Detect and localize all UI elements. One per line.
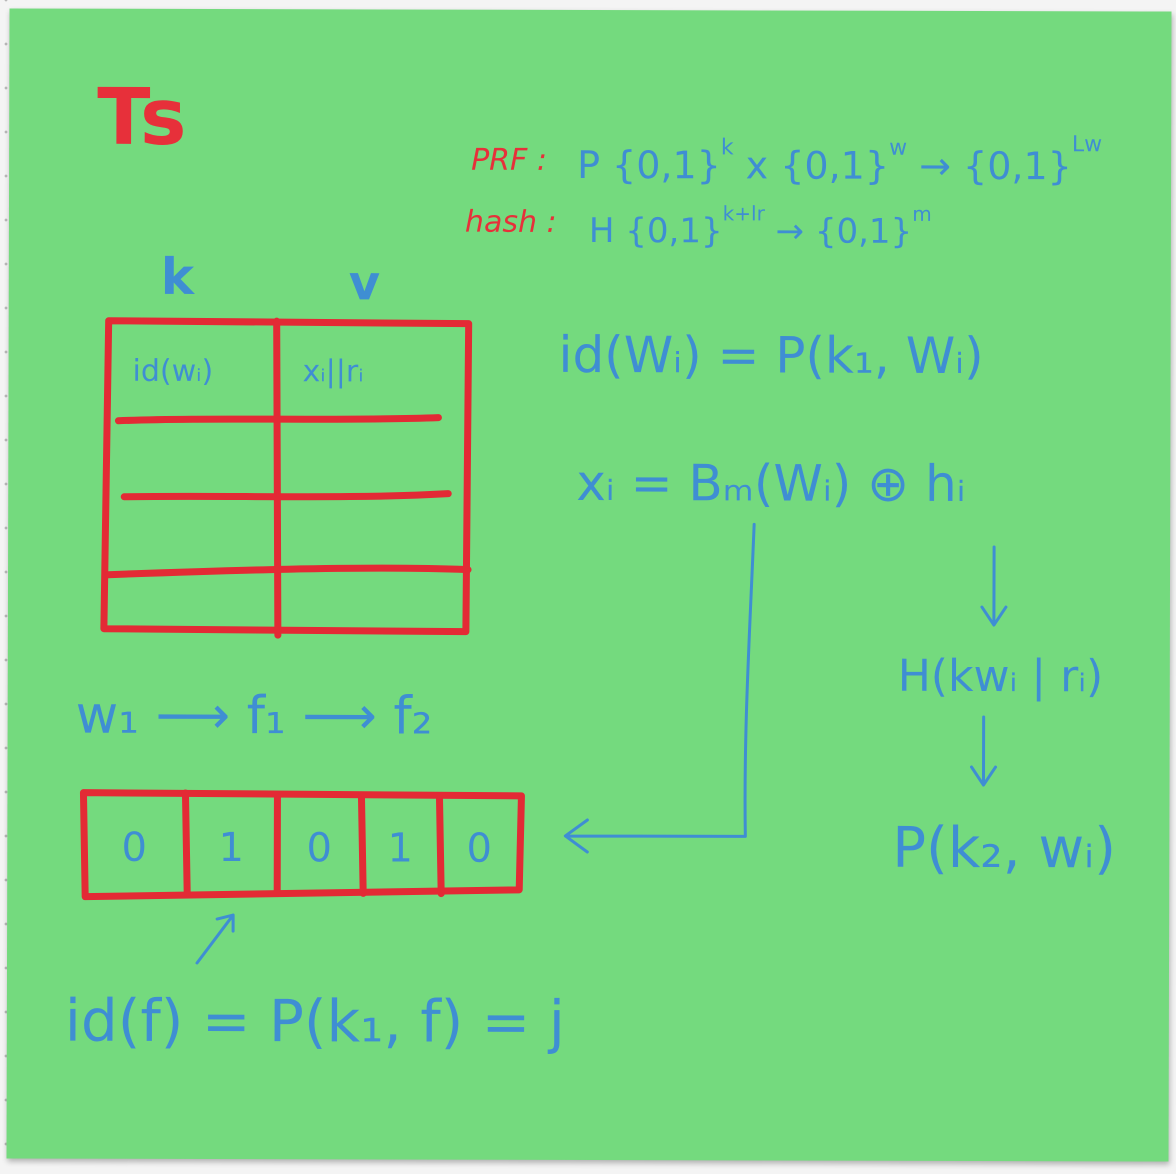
equation-hash: H(kwᵢ | rᵢ)	[898, 651, 1104, 703]
table-row-divider-1	[114, 414, 442, 425]
bit-value-4: 0	[467, 826, 493, 872]
arrow-down-1	[980, 545, 1008, 627]
hash-expression: H {0,1}k+lr → {0,1}m	[589, 201, 932, 252]
column-header-k: k	[161, 248, 196, 306]
bit-divider-1	[181, 789, 191, 897]
bit-values: 0 1 0 1 0	[122, 825, 493, 872]
hash-expr-part: H {0,1}	[589, 211, 723, 251]
prf-expr-part: P {0,1}	[577, 143, 721, 187]
bit-value-3: 1	[388, 825, 414, 871]
bit-array	[79, 789, 525, 901]
equation-x-i: xᵢ = Bₘ(Wᵢ) ⊕ hᵢ	[576, 454, 966, 513]
bit-value-2: 0	[307, 825, 333, 871]
table-cell-value: xᵢ||rᵢ	[303, 354, 364, 389]
prf-arrow: → {0,1}	[907, 144, 1072, 188]
hash-table	[100, 317, 473, 639]
table-column-divider	[273, 317, 282, 639]
bit-divider-3	[357, 791, 367, 897]
hash-sup-k: k+lr	[723, 201, 766, 225]
connector-arrow	[563, 522, 756, 854]
bit-divider-4	[435, 792, 445, 898]
note-title: Ts	[97, 73, 187, 163]
prf-sup-k: k	[721, 135, 734, 160]
bit-value-0: 0	[122, 825, 148, 871]
sticky-note: Ts PRF : P {0,1}k x {0,1}w → {0,1}Lw has…	[6, 8, 1172, 1162]
bit-value-1: 1	[219, 825, 245, 871]
hash-arrow: → {0,1}	[765, 211, 913, 251]
arrow-down-2	[970, 715, 998, 787]
diagram-canvas: Ts PRF : P {0,1}k x {0,1}w → {0,1}Lw has…	[65, 73, 1116, 1056]
table-border	[100, 317, 473, 636]
equation-id-w: id(Wᵢ) = P(k₁, Wᵢ)	[559, 326, 984, 385]
equation-id-f: id(f) = P(k₁, f) = j	[65, 987, 565, 1056]
prf-expression: P {0,1}k x {0,1}w → {0,1}Lw	[577, 131, 1102, 188]
keyword-chain: w₁ ⟶ f₁ ⟶ f₂	[76, 686, 433, 747]
table-row-divider-2	[120, 490, 452, 501]
column-header-v: v	[349, 255, 380, 311]
hash-label: hash :	[465, 205, 557, 240]
hash-sup-m: m	[912, 202, 932, 226]
table-cell-key: id(wᵢ)	[133, 354, 214, 389]
prf-expr-mid: x {0,1}	[734, 143, 890, 187]
table-row-divider-3	[104, 564, 472, 579]
bit-array-border	[79, 789, 525, 901]
equation-prf2: P(k₂, wᵢ)	[892, 816, 1116, 882]
prf-sup-w: w	[889, 136, 907, 161]
prf-label: PRF :	[471, 143, 547, 178]
prf-sup-lw: Lw	[1072, 132, 1102, 157]
pointer-arrow	[195, 913, 235, 965]
